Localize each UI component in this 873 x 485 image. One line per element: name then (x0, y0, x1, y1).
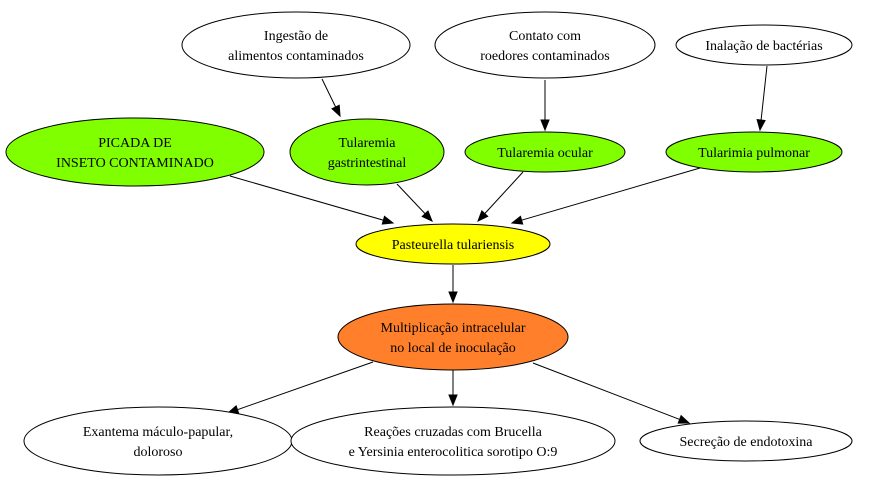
arrowhead-icon (448, 394, 458, 407)
edge-line (396, 183, 426, 215)
node-tul-gastro: Tularemia gastrintestinal (289, 118, 445, 186)
edges-layer (226, 65, 768, 424)
arrowhead-icon (677, 414, 691, 424)
edge-line (521, 167, 701, 221)
nodes-layer: Ingestão de alimentos contaminados Contato… (5, 11, 853, 476)
node-ellipse (639, 420, 853, 462)
edge-line (237, 361, 374, 411)
node-label-line: doloroso (134, 445, 183, 460)
node-label-line: Contato com (509, 29, 581, 44)
node-label-line: INSETO CONTAMINADO (56, 156, 214, 171)
node-tul-pulmonar: Tularimia pulmonar (665, 131, 843, 173)
node-ellipse (290, 406, 616, 476)
edge-tul-ocular-to-pasteurella (477, 171, 524, 222)
edge-ingestao-to-tul-gastro (321, 78, 341, 118)
node-label-line: gastrintestinal (328, 156, 407, 171)
node-label-line: e Yersinia enterocolitica sorotipo O:9 (349, 445, 558, 460)
node-label-line: Reações cruzadas com Brucella (364, 425, 542, 440)
node-label-line: Tularimia pulmonar (698, 146, 810, 161)
node-ellipse (675, 24, 853, 66)
arrowhead-icon (510, 215, 524, 225)
node-ellipse (464, 131, 626, 173)
arrowhead-icon (381, 215, 395, 225)
node-picada: PICADA DE INSETO CONTAMINADO (5, 117, 265, 187)
node-ellipse (181, 11, 411, 79)
node-reacoes: Reações cruzadas com Brucella e Yersinia … (290, 406, 616, 476)
node-label-line: no local de inoculação (390, 341, 516, 356)
node-ellipse (289, 118, 445, 186)
node-label-line: Inalação de bactérias (705, 39, 822, 54)
node-secrecao: Secreção de endotoxina (639, 420, 853, 462)
arrowhead-icon (477, 210, 489, 222)
edge-contato-to-tul-ocular (540, 80, 550, 132)
node-label-line: PICADA DE (98, 136, 172, 151)
node-label-line: Tularemia ocular (497, 146, 593, 161)
node-pasteurella: Pasteurella tulariensis (355, 223, 551, 265)
arrowhead-icon (540, 119, 550, 132)
node-exantema: Exantema máculo-papular, doloroso (23, 406, 293, 476)
node-ellipse (23, 406, 293, 476)
node-contato: Contato com roedores contaminados (434, 11, 656, 79)
edge-line (532, 362, 680, 420)
node-label-line: Pasteurella tulariensis (392, 238, 514, 253)
edge-line (760, 65, 768, 121)
edge-multiplicacao-to-secrecao (532, 362, 691, 424)
arrowhead-icon (421, 210, 433, 222)
arrowhead-icon (331, 104, 341, 118)
node-label-line: Ingestão de (264, 29, 328, 44)
node-ellipse (337, 303, 569, 371)
node-label-line: Tularemia (338, 136, 396, 151)
edge-picada-to-pasteurella (229, 175, 395, 225)
node-inalacao: Inalação de bactérias (675, 24, 853, 66)
node-ingestao: Ingestão de alimentos contaminados (181, 11, 411, 79)
node-label-line: roedores contaminados (480, 49, 609, 64)
node-ellipse (665, 131, 843, 173)
edge-multiplicacao-to-exantema (226, 361, 374, 414)
edge-inalacao-to-tul-pulmonar (756, 65, 768, 132)
node-ellipse (434, 11, 656, 79)
node-ellipse (5, 117, 265, 187)
arrowhead-icon (756, 119, 766, 132)
edge-pasteurella-to-multiplicacao (448, 265, 458, 304)
edge-tul-gastro-to-pasteurella (396, 183, 433, 222)
node-multiplicacao: Multiplicação intracelular no local de in… (337, 303, 569, 371)
node-ellipse (355, 223, 551, 265)
edge-tul-pulmonar-to-pasteurella (510, 167, 701, 225)
node-label-line: Secreção de endotoxina (680, 435, 814, 450)
arrowhead-icon (448, 291, 458, 304)
edge-multiplicacao-to-reacoes (448, 370, 458, 407)
node-tul-ocular: Tularemia ocular (464, 131, 626, 173)
edge-line (321, 78, 337, 108)
node-label-line: Exantema máculo-papular, (83, 425, 233, 440)
edge-line (229, 175, 384, 221)
node-label-line: alimentos contaminados (228, 49, 364, 64)
edge-line (484, 171, 524, 214)
node-label-line: Multiplicação intracelular (381, 321, 526, 336)
